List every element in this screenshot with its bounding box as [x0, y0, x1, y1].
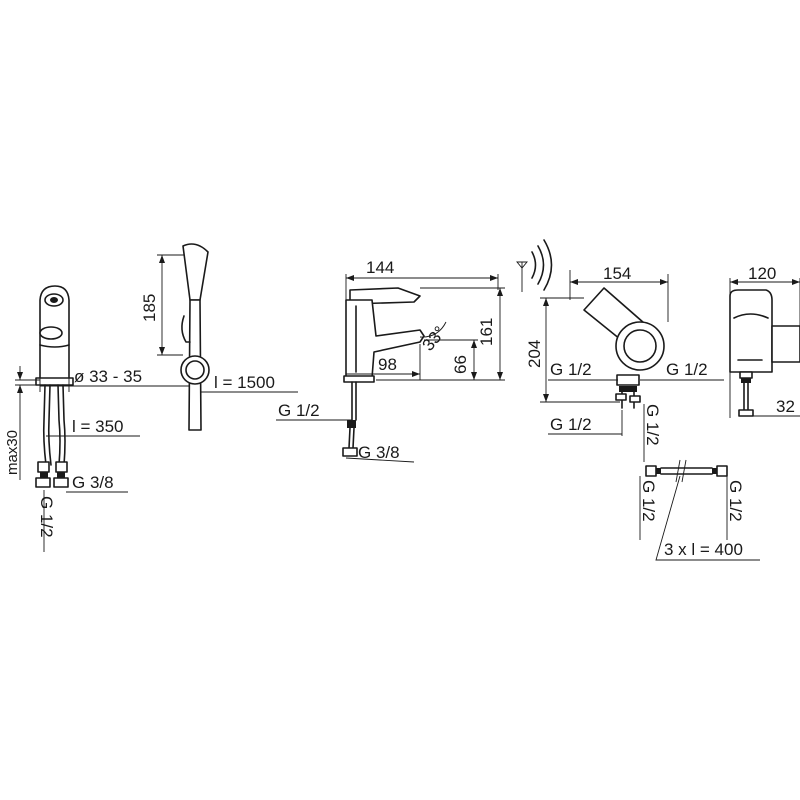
label-control-side-width: 120 — [748, 264, 776, 283]
label-thread-g38-left: G 3/8 — [72, 473, 114, 492]
label-control-bottom-left: G 1/2 — [550, 415, 592, 434]
shower-head — [182, 243, 209, 301]
view-hand-shower: 185 l = 1500 — [140, 243, 298, 431]
control-unit-valve — [615, 321, 665, 371]
label-hose-thread-right: G 1/2 — [726, 480, 745, 522]
label-control-width: 154 — [603, 264, 631, 283]
mixer-sensor-dot — [50, 297, 58, 303]
label-control-height: 204 — [525, 340, 544, 368]
view-control-side: 120 32 — [729, 264, 800, 418]
control-side-body — [729, 289, 773, 373]
label-spout-reach: 98 — [378, 355, 397, 374]
control-side-cap — [771, 325, 800, 363]
view-control-unit: 154 204 G 1/2 G 1/2 G 1/2 G 1/2 — [516, 239, 724, 462]
label-control-bottom-vertical: G 1/2 — [643, 404, 662, 446]
label-thread-g12-left: G 1/2 — [37, 496, 56, 538]
shower-holder — [180, 355, 210, 385]
label-max-thickness: max30 — [4, 430, 21, 475]
view-basin-faucet: 144 161 66 98 33° G 1/2 G 3/8 — [276, 258, 505, 463]
label-angle: 33° — [419, 323, 450, 355]
label-diameter: ø 33 - 35 — [74, 367, 142, 386]
mixer-base — [35, 377, 74, 386]
mixer-hose-left — [42, 384, 47, 466]
connection-hose-line — [660, 467, 713, 475]
view-connection-hose: G 1/2 G 1/2 3 x l = 400 — [639, 459, 760, 561]
label-control-side-depth: 32 — [776, 397, 795, 416]
label-spout-height: 66 — [451, 355, 470, 374]
view-mixer-front: max30 ø 33 - 35 l = 350 G 3/8 G 1/2 — [4, 285, 200, 552]
wireless-signal-icon — [516, 239, 553, 292]
label-hose-length-1500: l = 1500 — [214, 373, 275, 392]
label-hose-quantity-length: 3 x l = 400 — [664, 540, 743, 559]
label-hose-thread-left: G 1/2 — [639, 480, 658, 522]
label-shower-height: 185 — [140, 294, 159, 322]
mixer-outlet-ring — [39, 326, 63, 340]
label-faucet-inlet: G 1/2 — [278, 401, 320, 420]
mixer-hose-right — [57, 384, 61, 466]
faucet-tube — [351, 381, 357, 421]
label-hose-length-350: l = 350 — [72, 417, 124, 436]
label-faucet-outlet: G 3/8 — [358, 443, 400, 462]
shower-lever — [181, 315, 191, 343]
label-faucet-width: 144 — [366, 258, 394, 277]
label-faucet-height: 161 — [477, 318, 496, 346]
label-control-inlet-right: G 1/2 — [666, 360, 708, 379]
label-control-inlet-left: G 1/2 — [550, 360, 592, 379]
